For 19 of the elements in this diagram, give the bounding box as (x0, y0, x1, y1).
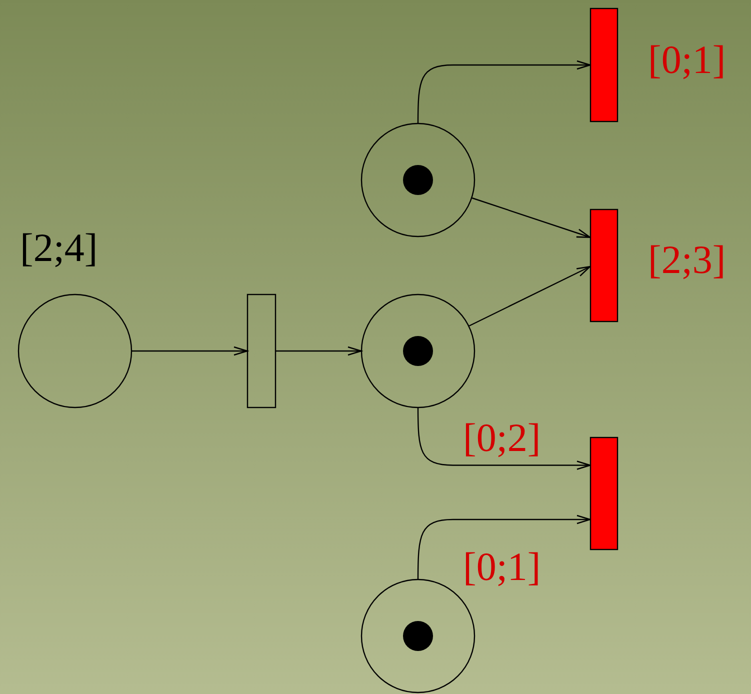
arc-arrow (417, 60, 591, 123)
place-circle (361, 294, 475, 408)
time-interval-label: [0;1] (648, 40, 726, 80)
transition-bar (247, 294, 276, 408)
time-interval-label: [2;3] (648, 240, 726, 280)
transition-bar (590, 437, 618, 550)
edge-label: [0;1] (463, 547, 541, 587)
place-circle (361, 123, 475, 237)
transition-bar (590, 8, 618, 122)
time-interval-label: [2;4] (20, 228, 98, 268)
transition-bar (590, 209, 618, 322)
arc-arrow (468, 266, 591, 326)
place-circle (18, 294, 132, 408)
arc-arrow (417, 408, 591, 470)
arc-arrow (276, 346, 362, 356)
arc-arrow (132, 346, 248, 356)
arc-arrow (472, 197, 591, 238)
edge-label: [0;2] (463, 418, 541, 458)
arc-arrow (417, 514, 591, 579)
